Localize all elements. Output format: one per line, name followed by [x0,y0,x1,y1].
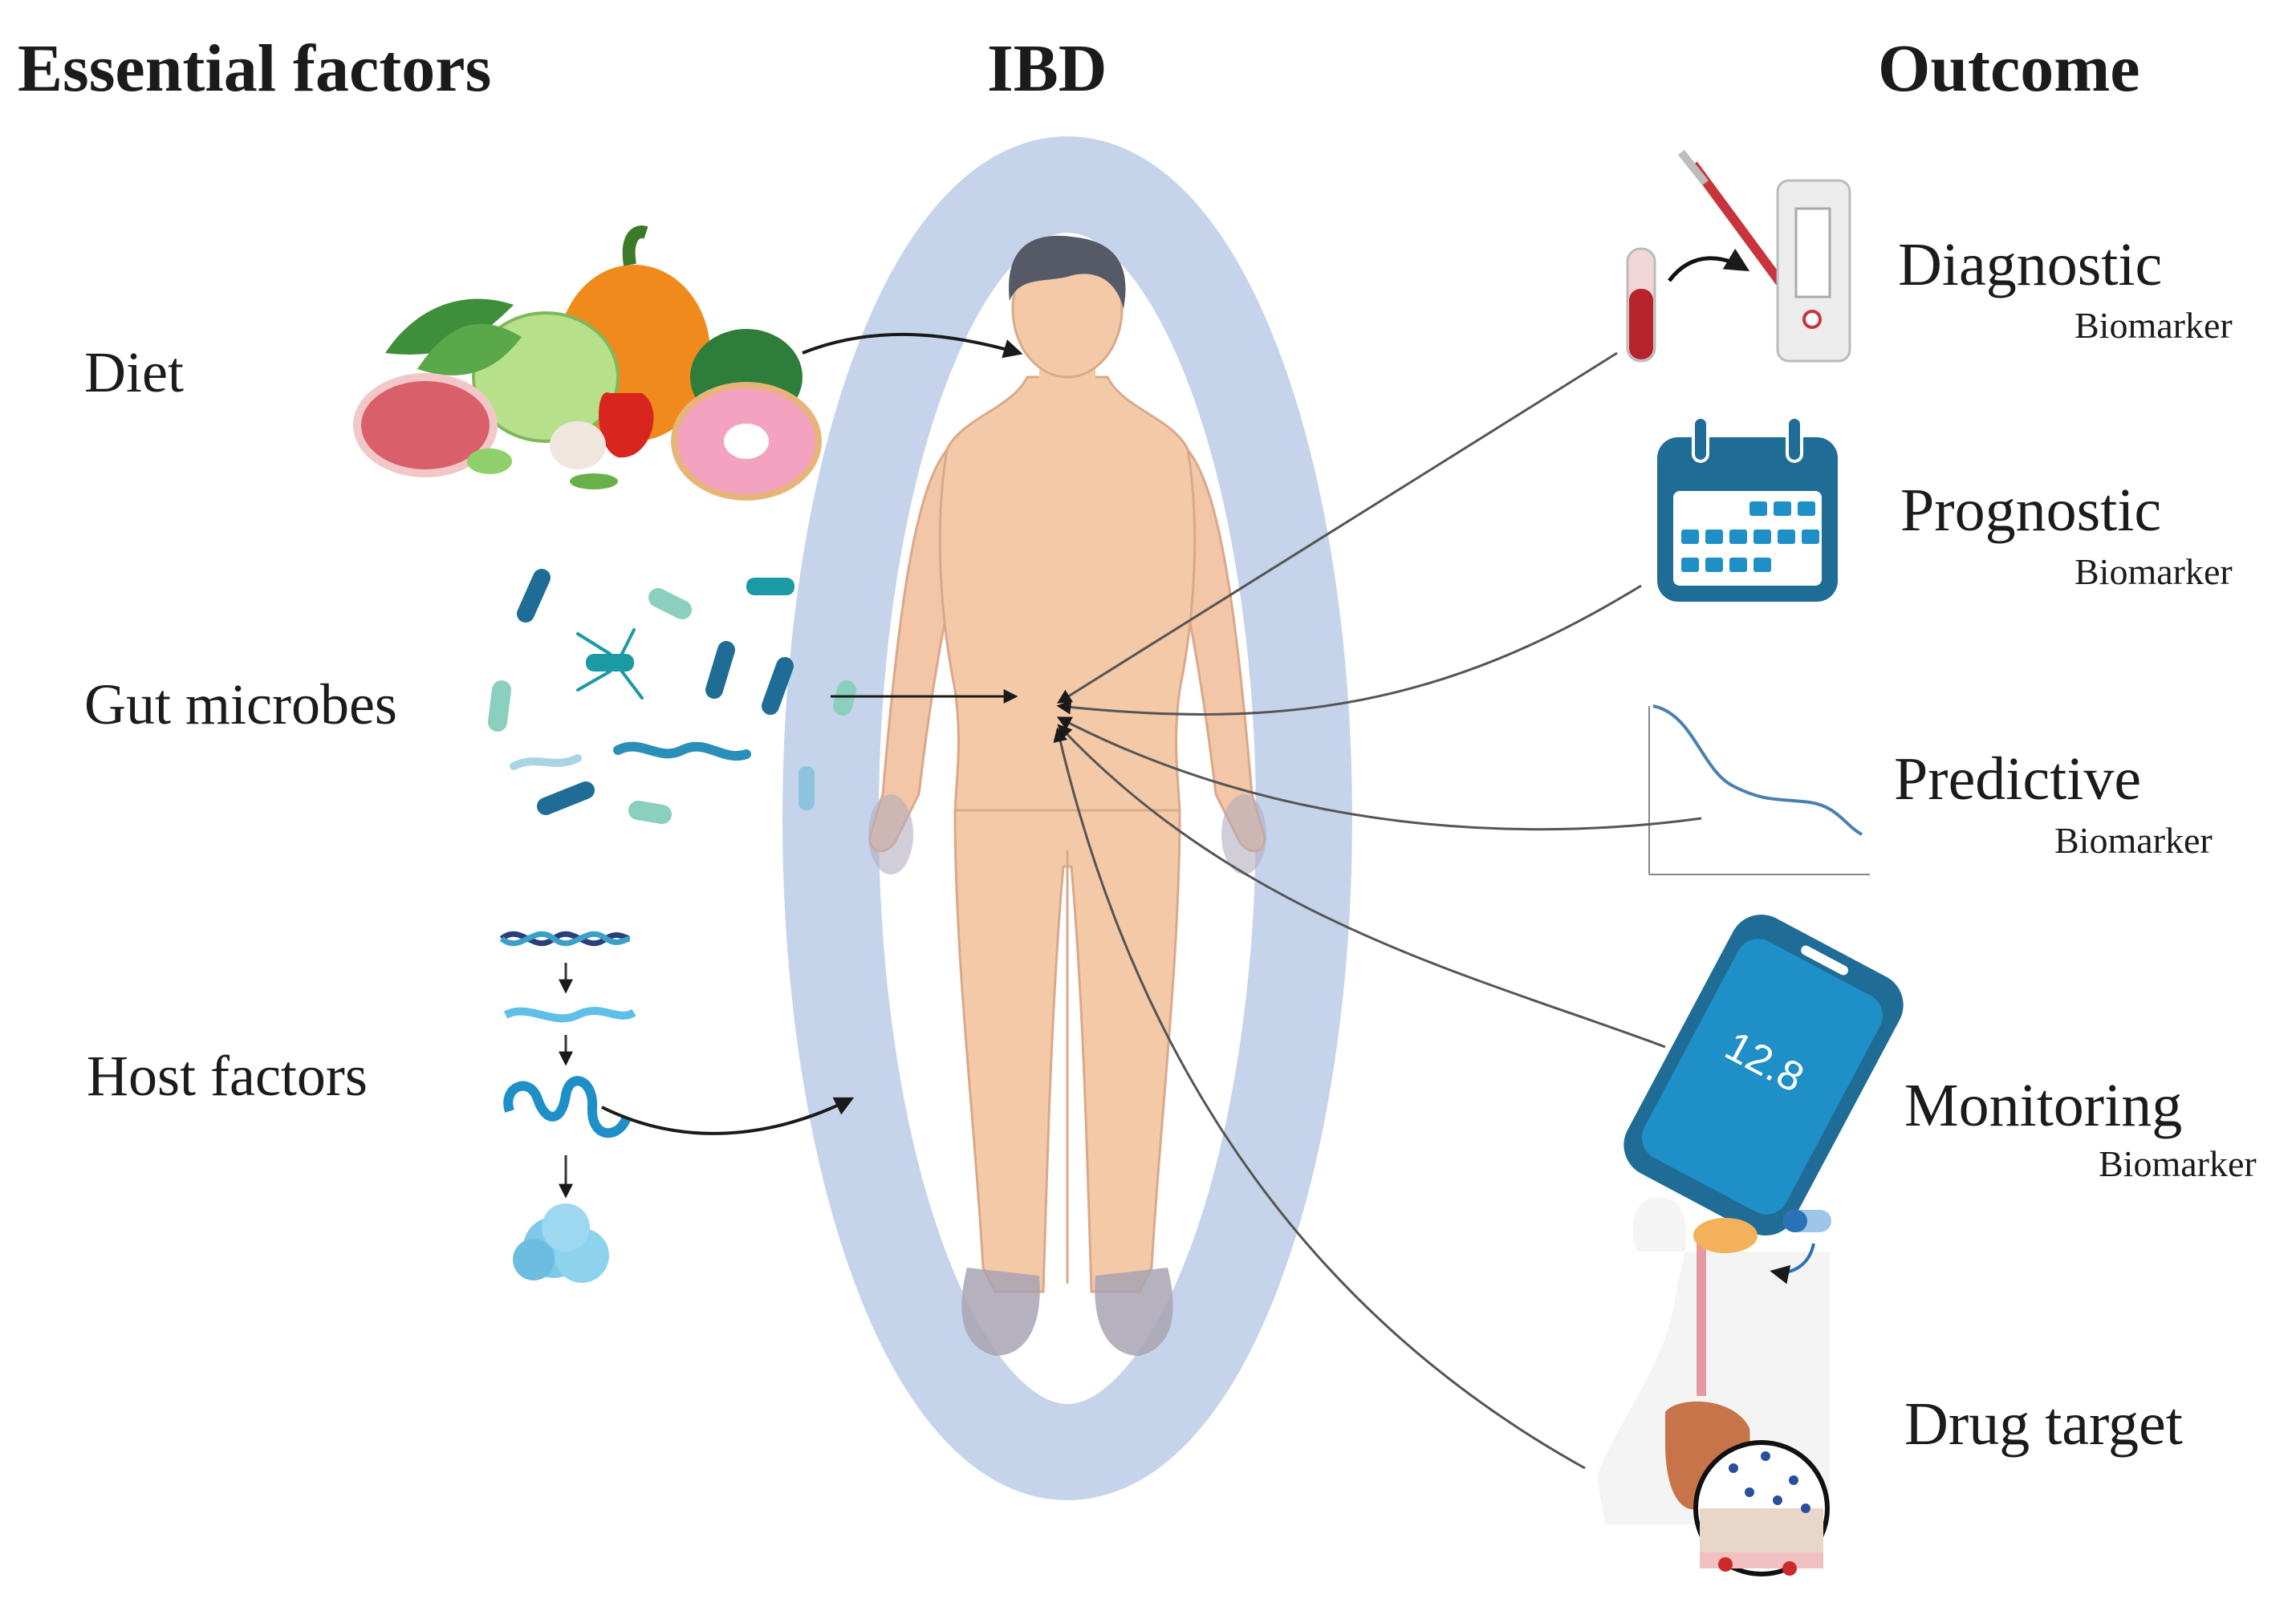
outcome-label-prognostic: Prognostic [1900,477,2162,544]
bacteria-icon [488,569,856,824]
outcome-label-diagnostic: Diagnostic [1898,231,2163,298]
header-outcome: Outcome [1878,31,2140,106]
header-essential-factors: Essential factors [18,31,492,106]
blood-test-icon [1626,149,1851,363]
digestive-system-icon [1597,1197,1831,1576]
factor-label-gut-microbes: Gut microbes [84,672,397,736]
arrow-diet [802,332,1023,359]
outcome-sub-diagnostic: Biomarker [2075,305,2233,346]
dna-to-protein-icon [499,931,636,1283]
arrow-from-diagnostic [1056,351,1618,704]
factor-label-diet: Diet [84,340,184,404]
human-body-icon [868,235,1266,1356]
arrow-from-monitoring [1057,724,1666,1049]
arrow-host-factors [601,1097,855,1135]
ibd-halo [782,136,1352,1500]
arrow-from-prognostic [1056,584,1642,716]
arrow-from-predictive [1056,716,1702,831]
outcome-label-predictive: Predictive [1894,745,2142,813]
outcome-label-drug-target: Drug target [1904,1390,2183,1458]
factor-label-host-factors: Host factors [87,1044,368,1108]
calendar-icon [1657,416,1838,602]
outcome-label-monitoring: Monitoring [1904,1072,2183,1139]
header-ibd: IBD [987,31,1107,106]
line-graph-icon [1648,704,1870,875]
outcome-sub-monitoring: Biomarker [2099,1143,2257,1184]
smartphone-icon [1623,915,1904,1236]
outcome-sub-predictive: Biomarker [2054,820,2213,861]
outcome-sub-prognostic: Biomarker [2075,551,2233,592]
arrow-from-drug-target [1053,727,1586,1470]
food-icon [353,225,822,501]
